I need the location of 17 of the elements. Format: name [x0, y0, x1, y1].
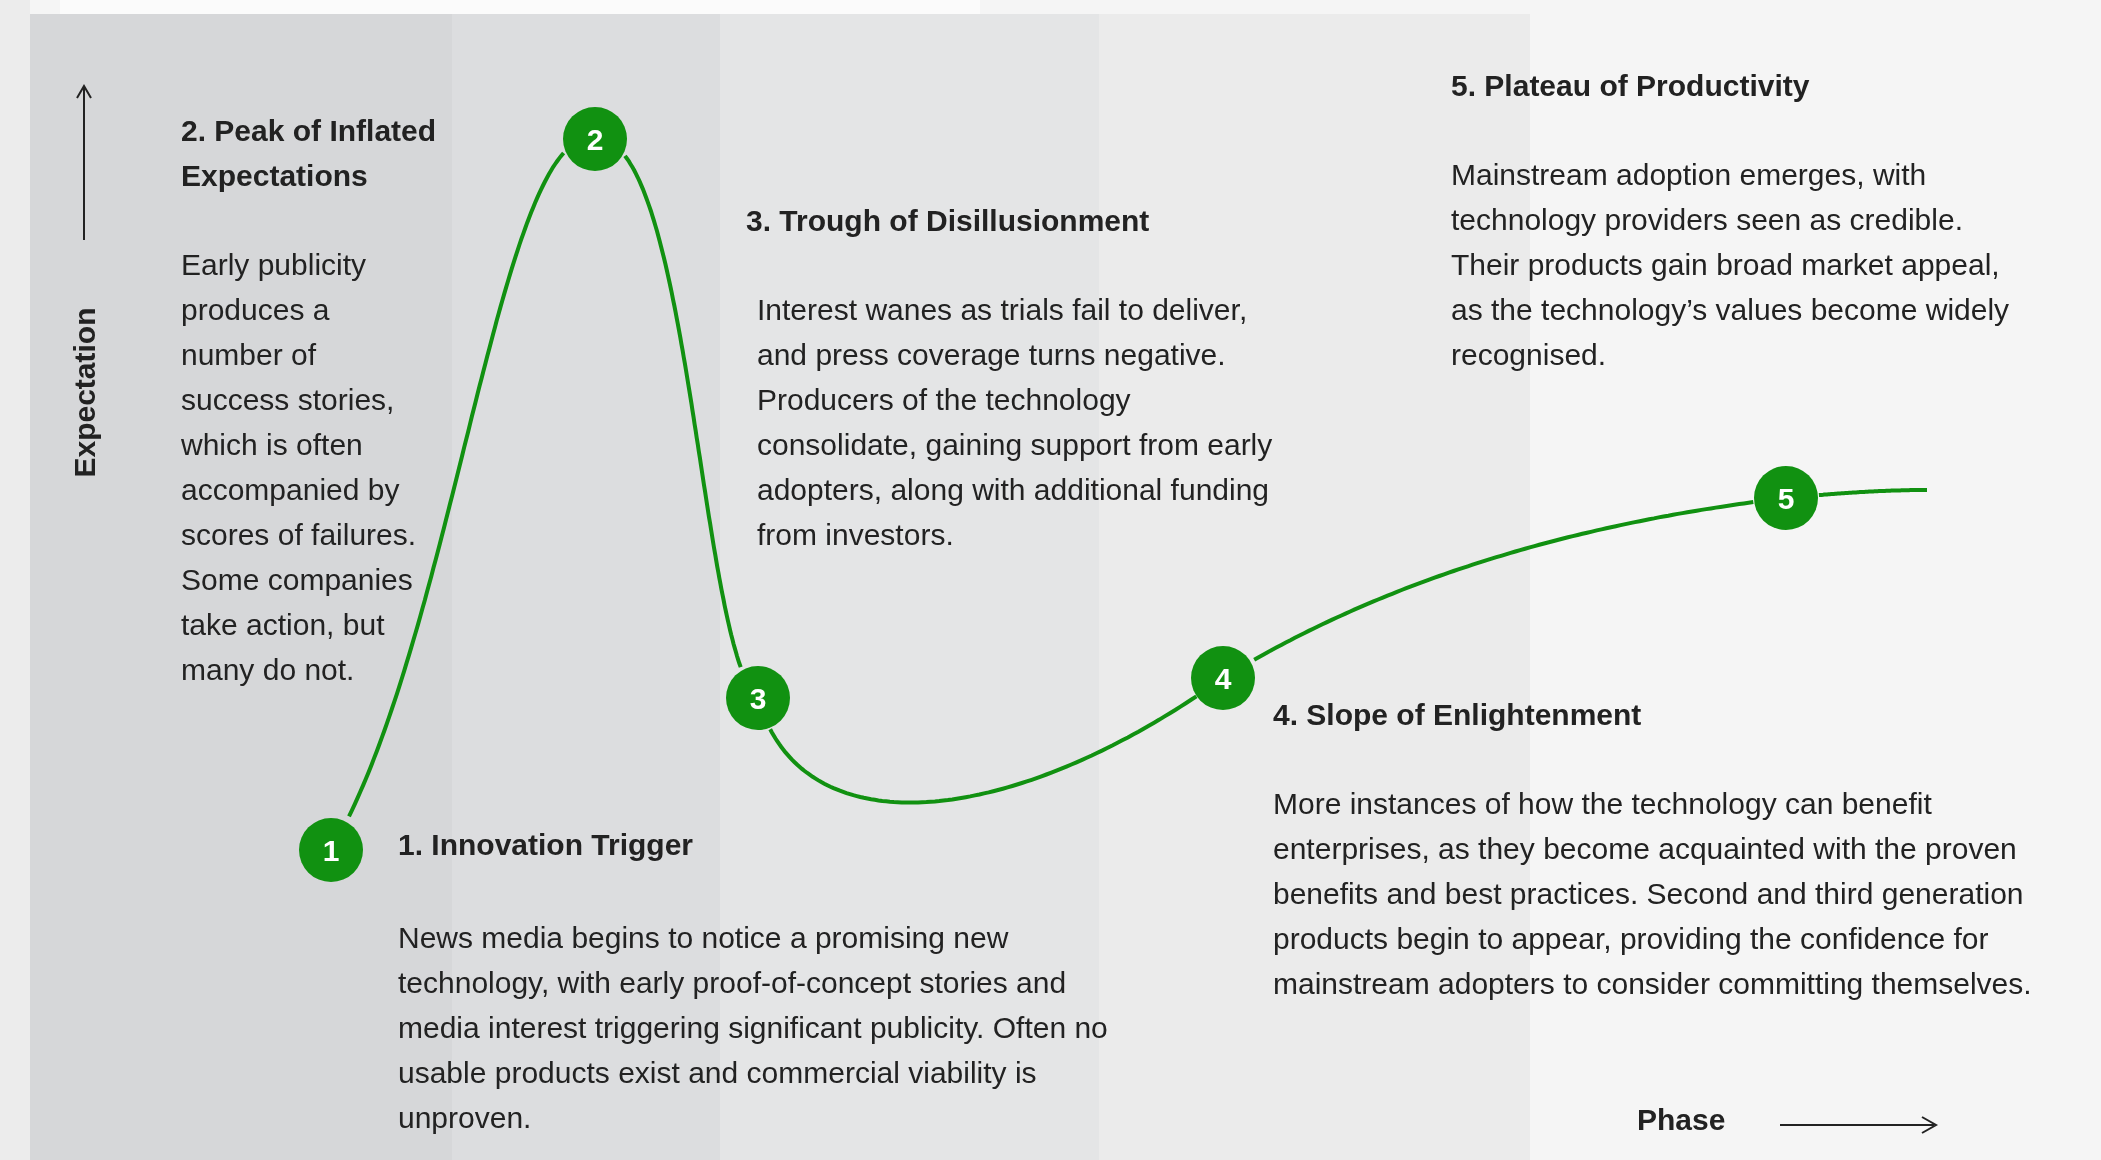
hype-curve [1818, 488, 1929, 498]
stage-heading: 4. Slope of Enlightenment [1273, 697, 1643, 733]
stage-description: Mainstream adoption emerges, with technology providers seen as credible. Their products gain broad market appeal, as the technology’s values become widely recognised. [1451, 157, 2011, 373]
hype-curve [768, 694, 1198, 805]
stage-description: More instances of how the technology can benefit enterprises, as they become acquainted with the proven benefits and best practices. Second and third generation products begin to appear, providing the confidence for mainstream adopters to consider committing themselves. [1273, 786, 2033, 1002]
hype-curve [1253, 500, 1754, 662]
axis-label: Phase [1637, 1102, 1726, 1138]
stage-description: Early publicity produces a number of success stories, which is often accompanied by scores of failures. Some companies take action, but many do not. [181, 247, 418, 688]
hype-curve [623, 154, 743, 668]
axis-label: Expectation [66, 307, 102, 477]
stage-heading: 2. Peak of Inflated Expectations [181, 113, 438, 194]
stage-heading: 5. Plateau of Productivity [1451, 68, 1811, 104]
stage-description: Interest wanes as trials fail to deliver, and press coverage turns negative. Producers of the technology consolidate, gaining support from early adopters, along with additional funding from investors. [757, 292, 1274, 553]
stage-description: News media begins to notice a promising new technology, with early proof-of-concept stories and media interest triggering significant publicity. Often no usable products exist and commercial viability is unproven. [398, 920, 1109, 1136]
hype-curve [347, 151, 566, 818]
stage-heading: 1. Innovation Trigger [398, 827, 695, 863]
stage-heading: 3. Trough of Disillusionment [746, 203, 1151, 239]
